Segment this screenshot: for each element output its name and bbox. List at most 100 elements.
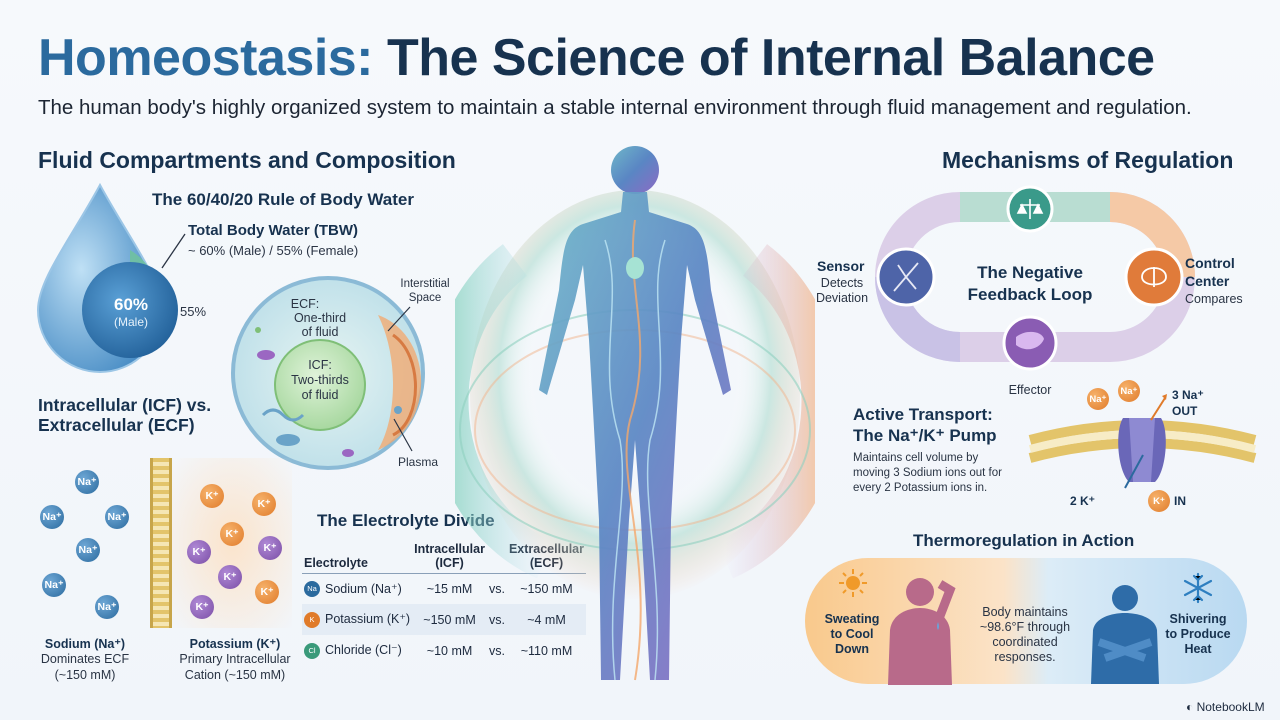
pump-out1: 3 Na⁺	[1172, 388, 1204, 402]
sodium-line3: (~150 mM)	[54, 668, 116, 682]
sodium-ion-icon: Na⁺	[75, 470, 99, 494]
control-title1: Control	[1185, 255, 1235, 271]
interstitial-label1: Interstitial	[400, 278, 450, 290]
sweat-line2: to Cool	[830, 627, 874, 641]
pump-text2: moving 3 Sodium ions out for	[853, 467, 1002, 479]
ecf-text2: of fluid	[301, 325, 339, 339]
pump-heading1: Active Transport:	[853, 405, 993, 424]
thermo-panel	[805, 558, 1247, 684]
interstitial-pointer	[387, 306, 411, 332]
row-ecf: ~150 mM	[520, 582, 573, 597]
plasma-label: Plasma	[398, 455, 439, 469]
row-icf: ~15 mM	[426, 582, 473, 597]
body-line4: responses.	[994, 650, 1056, 664]
icf-label: ICF:	[308, 358, 332, 372]
control-text: Compares	[1185, 292, 1243, 306]
potassium-ion-icon: K⁺	[200, 484, 224, 508]
potassium-ion-icon: K⁺	[255, 580, 279, 604]
row-vs: vs.	[486, 604, 507, 636]
pump-out2: OUT	[1172, 404, 1198, 418]
female-percent: 55%	[180, 304, 207, 319]
title-accent: Homeostasis:	[38, 29, 374, 87]
icf-ecf-heading-line1: Intracellular (ICF) vs.	[38, 395, 212, 415]
sodium-ion-icon: Na⁺	[40, 505, 64, 529]
potassium-ion-icon: K⁺	[252, 492, 276, 516]
potassium-dot-icon: K	[304, 612, 320, 629]
body-line3: coordinated	[992, 635, 1058, 649]
pump-potassium-icon: K⁺	[1148, 490, 1170, 512]
drop-value: 60%	[113, 295, 149, 314]
loop-title1: The Negative	[977, 263, 1083, 282]
rule-heading: The 60/40/20 Rule of Body Water	[152, 190, 414, 209]
sensor-text1: Detects	[820, 276, 864, 290]
water-drop-icon	[36, 182, 178, 373]
tbw-detail: ~ 60% (Male) / 55% (Female)	[188, 243, 359, 258]
pump-sodium-icon: Na⁺	[1118, 380, 1140, 402]
sun-icon	[839, 569, 867, 597]
row-ecf: ~4 mM	[506, 604, 586, 636]
potassium-line2: Primary Intracellular	[179, 652, 291, 666]
fluid-section-heading: Fluid Compartments and Composition	[38, 147, 456, 173]
cell-membrane	[150, 458, 172, 628]
body-line2: ~98.6°F through	[979, 620, 1071, 634]
shivering-person-icon	[1091, 585, 1159, 684]
plasma-pointer	[393, 418, 413, 452]
mechanisms-heading: Mechanisms of Regulation	[942, 147, 1234, 173]
row-vs: vs.	[488, 643, 505, 658]
potassium-ion-icon: K⁺	[258, 536, 282, 560]
row-icf: ~10 mM	[426, 643, 473, 658]
notebook-logo-icon: ◐	[1186, 700, 1197, 714]
cell-diagram	[231, 276, 425, 470]
sweat-line3: Down	[834, 642, 870, 656]
row-icf: ~150 mM	[412, 604, 487, 636]
tbw-connector	[161, 233, 186, 269]
sodium-ion-icon: Na⁺	[42, 573, 66, 597]
sodium-ion-icon: Na⁺	[105, 505, 129, 529]
shiver-line2: to Produce	[1165, 627, 1231, 641]
tbw-label: Total Body Water (TBW)	[188, 222, 358, 239]
chloride-dot-icon: Cl	[304, 642, 320, 659]
sodium-line2: Dominates ECF	[40, 652, 130, 666]
row-ecf: ~110 mM	[520, 643, 573, 658]
sensor-title: Sensor	[817, 258, 865, 274]
page-subtitle: The human body's highly organized system…	[38, 96, 1192, 119]
col-icf: Intracellular(ICF)	[412, 540, 487, 574]
effector-label: Effector	[1008, 383, 1052, 397]
sodium-dot-icon: Na	[304, 581, 320, 598]
sweating-person-icon	[888, 578, 956, 685]
icf-text1: Two-thirds	[291, 373, 349, 387]
shiver-line1: Shivering	[1169, 612, 1227, 626]
sodium-potassium-pump-diagram	[1028, 394, 1257, 489]
icf-ecf-heading-line2: Extracellular (ECF)	[38, 415, 195, 435]
snowflake-icon	[1183, 572, 1213, 604]
feedback-loop-diagram	[875, 185, 1195, 371]
potassium-line3: Cation (~150 mM)	[184, 668, 286, 682]
sensor-text2: Deviation	[815, 291, 869, 305]
pump-heading2: The Na⁺/K⁺ Pump	[853, 426, 997, 445]
pump-text1: Maintains cell volume by	[853, 452, 979, 464]
sodium-title: Sodium (Na⁺)	[44, 637, 126, 651]
row-vs: vs.	[488, 582, 505, 597]
watermark: ◐ NotebookLM	[1186, 700, 1265, 714]
loop-title2: Feedback Loop	[967, 285, 1093, 304]
title-main: The Science of Internal Balance	[386, 29, 1155, 87]
potassium-ion-icon: K⁺	[190, 595, 214, 619]
potassium-ion-icon: K⁺	[218, 565, 242, 589]
pump-sodium-icon: Na⁺	[1087, 388, 1109, 410]
drop-subvalue: (Male)	[113, 315, 148, 329]
page-title: Homeostasis: The Science of Internal Bal…	[38, 28, 1155, 88]
sodium-ion-icon: Na⁺	[95, 595, 119, 619]
electrolyte-heading: The Electrolyte Divide	[317, 511, 495, 530]
sweat-line1: Sweating	[824, 612, 880, 626]
pump-in-right: IN	[1174, 494, 1186, 508]
potassium-title: Potassium (K⁺)	[189, 637, 281, 651]
human-body-illustration	[455, 146, 815, 681]
potassium-ion-icon: K⁺	[187, 540, 211, 564]
thermo-heading: Thermoregulation in Action	[913, 531, 1135, 550]
